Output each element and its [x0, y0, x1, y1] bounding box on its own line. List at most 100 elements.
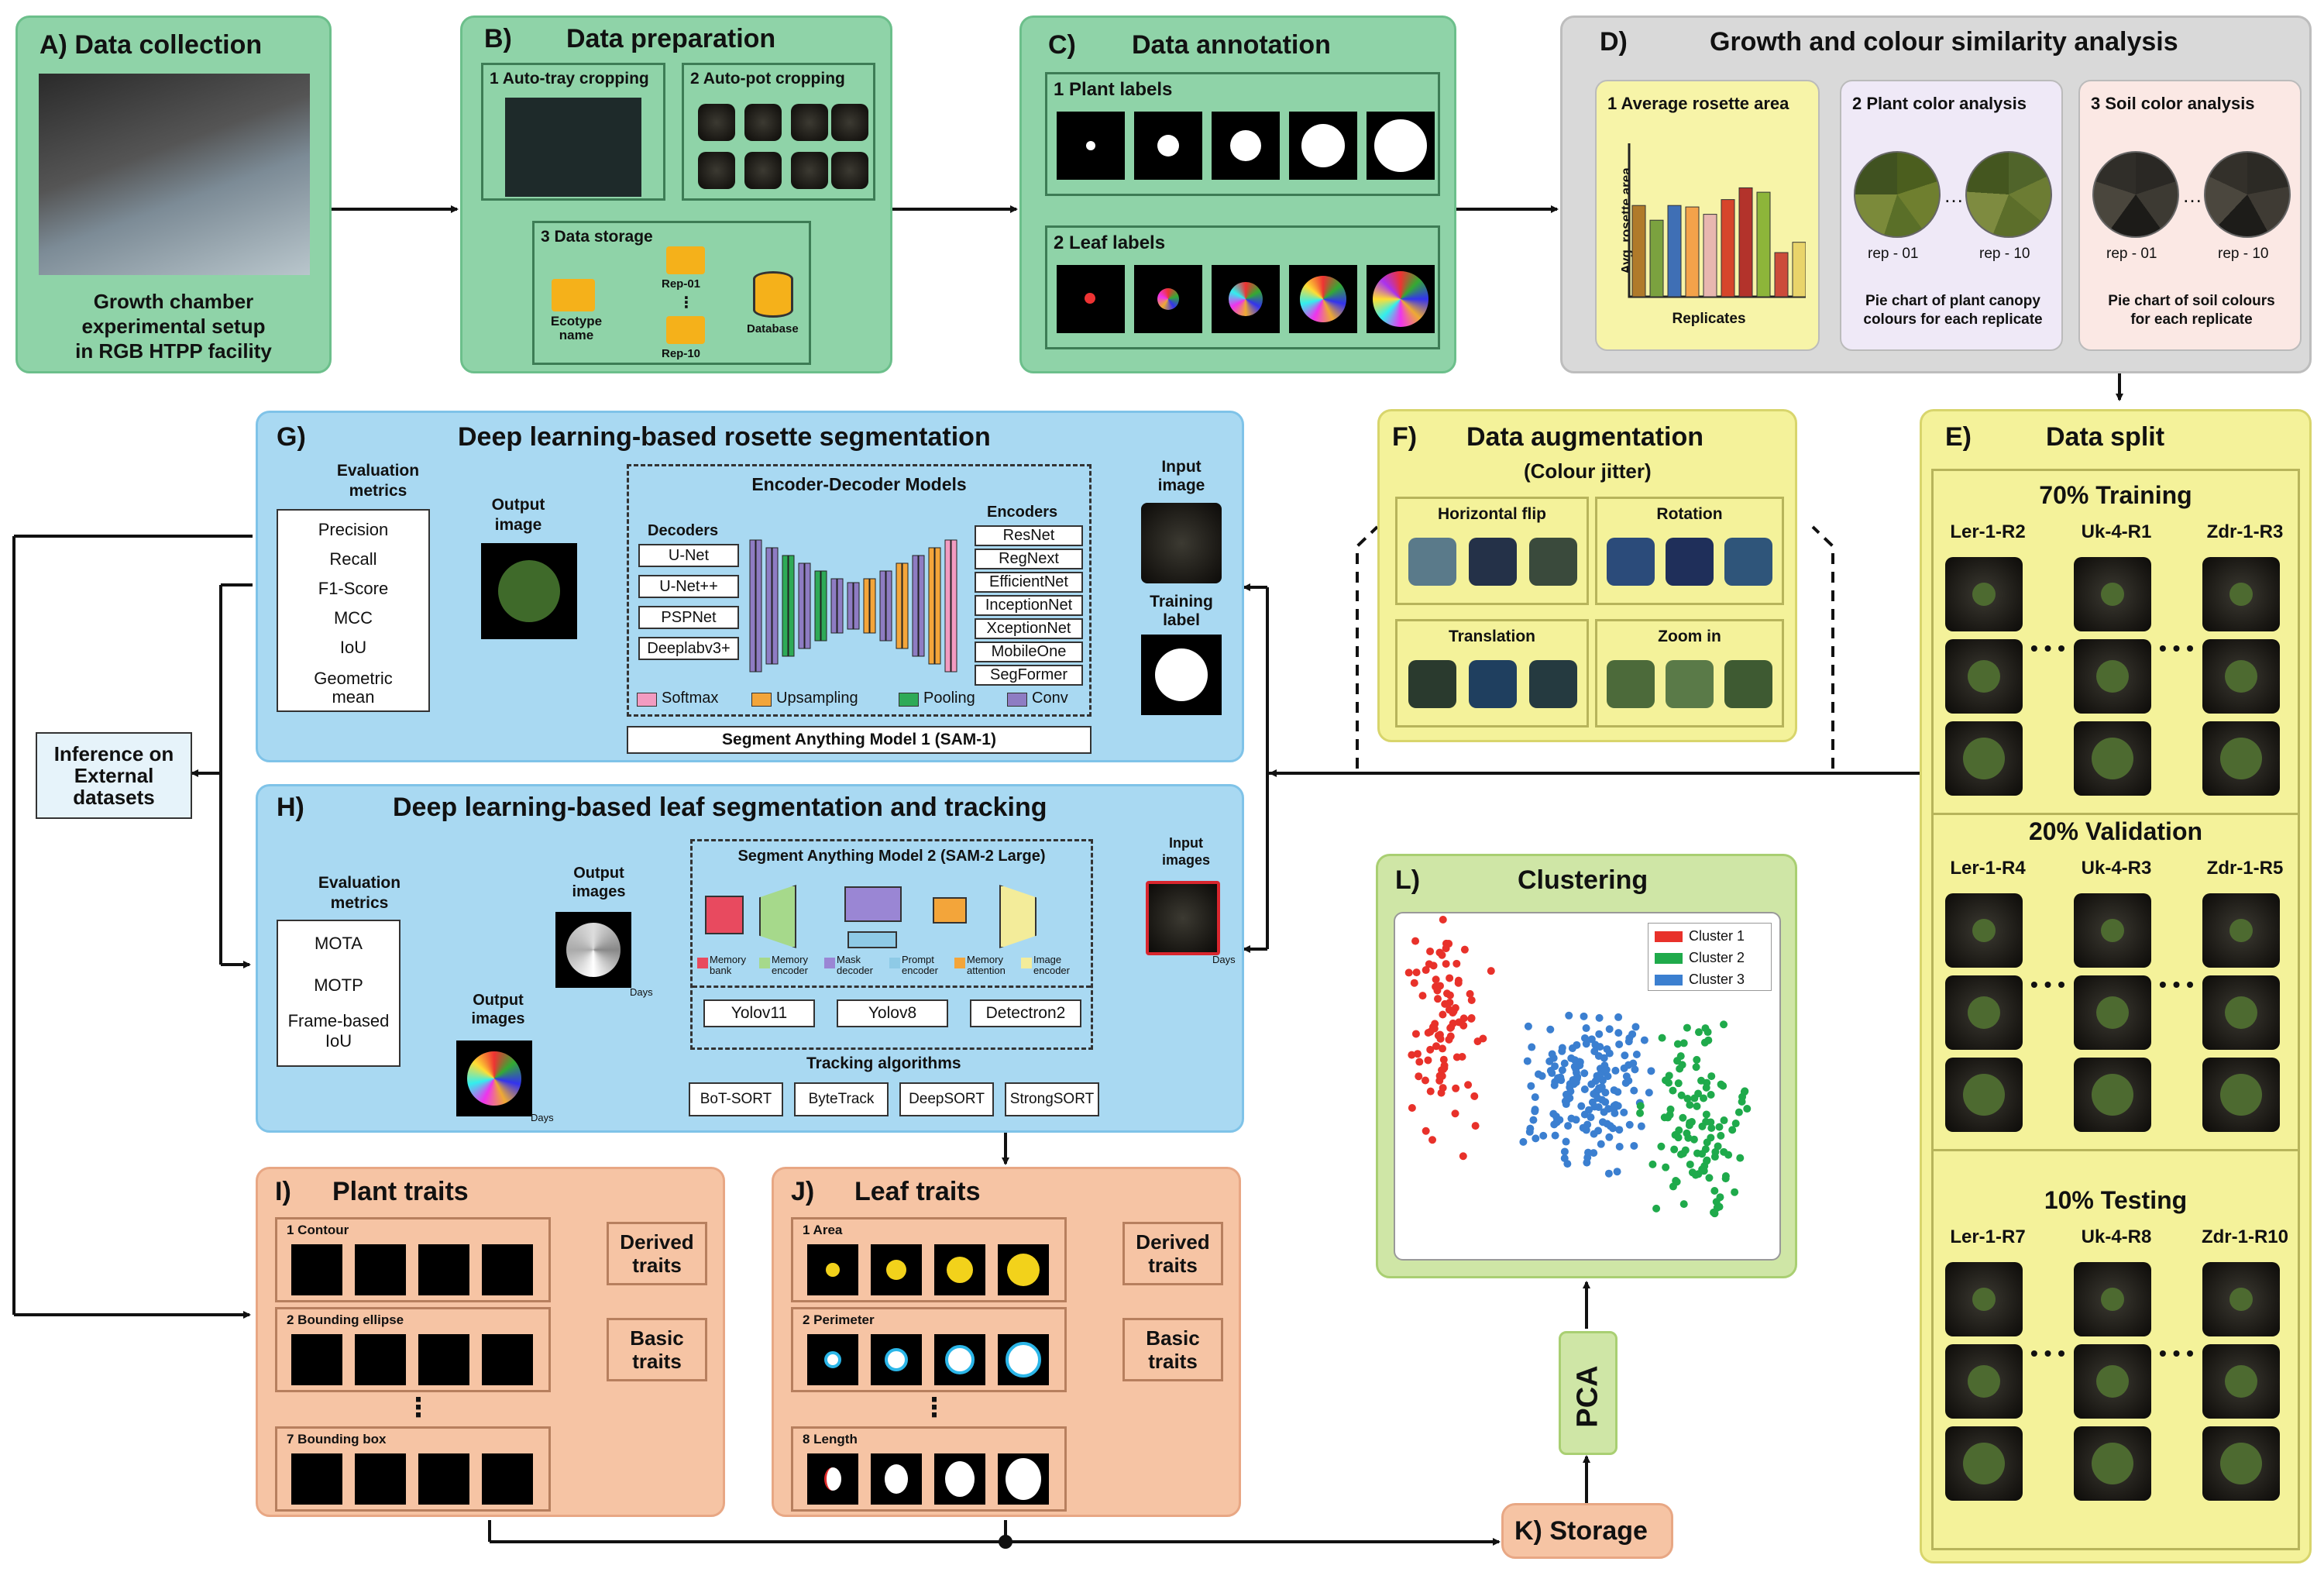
legend-conv: Conv	[1032, 690, 1068, 707]
cluster-2-point	[1580, 1012, 1588, 1020]
panel-i-label: I)	[275, 1177, 291, 1206]
aug-image	[1529, 538, 1577, 586]
network-layer-block	[755, 539, 762, 672]
cluster-3-point	[1684, 1133, 1693, 1142]
inference-line-1: Inference on	[53, 742, 174, 765]
cluster-3-point	[1678, 1061, 1686, 1069]
panel-h-title: Deep learning-based leaf segmentation an…	[393, 793, 1047, 822]
cluster-3-point	[1717, 1131, 1725, 1140]
panel-a-title: A) Data collection	[40, 30, 263, 60]
pot-image	[2074, 975, 2151, 1050]
network-layer-block	[902, 562, 909, 649]
network-layer-block	[885, 570, 892, 642]
cluster-2-point	[1580, 1085, 1589, 1093]
cluster-3-point	[1720, 1116, 1728, 1125]
cluster-3-point	[1690, 1094, 1699, 1102]
cluster-2-point	[1519, 1137, 1528, 1146]
cluster-3-point	[1731, 1188, 1739, 1196]
cluster-2-point	[1546, 1025, 1555, 1034]
sam2-part-label: Image encoder	[1033, 954, 1070, 976]
cluster-3-point	[1636, 1102, 1645, 1110]
cluster-1-point	[1439, 1055, 1448, 1064]
cluster-2-point	[1605, 1133, 1614, 1141]
panel-f-title: Data augmentation	[1466, 422, 1704, 452]
cluster-3-point	[1703, 1138, 1711, 1147]
cluster-2-point	[1624, 1037, 1633, 1046]
rep-01-label: Rep-01	[662, 277, 701, 291]
trait-row-label: 1 Contour	[287, 1223, 349, 1237]
cluster-2-point	[1613, 1168, 1621, 1176]
tracker-chip: BoT-SORT	[689, 1082, 783, 1116]
cluster-1-point	[1442, 989, 1451, 998]
panel-k-title: K) Storage	[1514, 1516, 1648, 1546]
plant-colour-title: 2 Plant color analysis	[1852, 94, 2027, 113]
trait-row-label: 7 Bounding box	[287, 1432, 387, 1446]
bar-1	[1631, 205, 1646, 298]
derived-1: Derived	[620, 1230, 694, 1254]
decoder-chip: U-Net++	[638, 575, 739, 598]
cluster-2-point	[1580, 1069, 1589, 1078]
network-layer-block	[863, 578, 870, 634]
folder-icon	[666, 246, 705, 274]
pot-image	[831, 104, 868, 141]
tray-image	[505, 98, 641, 197]
g-training-1: Training	[1150, 593, 1213, 611]
tracking-title: Tracking algorithms	[806, 1054, 961, 1072]
trait-row-perimeter: 2 Perimeter	[791, 1307, 1067, 1392]
memory-bank-icon	[705, 896, 744, 934]
ecotype-label: Ecotype name	[550, 314, 603, 342]
panel-j-label: J)	[791, 1177, 815, 1206]
aug-image	[1469, 660, 1517, 708]
h-output2-1: Output	[473, 992, 524, 1009]
pot-image	[2074, 1344, 2151, 1419]
cluster-2-point	[1614, 1029, 1623, 1037]
g-output-image	[481, 543, 577, 639]
pot-image	[1945, 639, 2023, 714]
database-icon	[753, 271, 793, 318]
pooling-swatch	[899, 693, 919, 707]
cluster-2-point	[1572, 1068, 1580, 1077]
cluster-2-point	[1550, 1081, 1559, 1089]
pot-image	[2074, 639, 2151, 714]
metric-item: Recall	[329, 549, 377, 569]
cluster-points	[1404, 916, 1752, 1218]
leaf-mask	[1289, 265, 1357, 333]
metric-item: IoU	[325, 1031, 352, 1051]
cluster-2-point	[1576, 1061, 1584, 1070]
cluster-3-point	[1670, 1145, 1679, 1154]
cluster-3-point	[1707, 1124, 1716, 1133]
panel-i-title: Plant traits	[332, 1177, 469, 1206]
split-column-label: Zdr-1-R5	[2206, 858, 2284, 879]
metric-item: Frame-based	[287, 1011, 390, 1030]
encoder-chip: MobileOne	[975, 642, 1083, 662]
pot-image	[744, 152, 782, 189]
cluster-2-point	[1590, 1130, 1598, 1138]
derived-2: traits	[632, 1254, 682, 1277]
metric-item: mean	[332, 687, 375, 707]
network-layer-block	[934, 547, 941, 665]
cluster-2-point	[1524, 1022, 1532, 1030]
inference-line-3: datasets	[73, 786, 155, 809]
sam2-part-label: Mask decoder	[837, 954, 873, 976]
aug-image	[1529, 660, 1577, 708]
leaf-mask	[1367, 265, 1435, 333]
encoder-chip: EfficientNet	[975, 572, 1083, 593]
cluster-3-point	[1743, 1105, 1752, 1113]
bar-2	[1649, 219, 1664, 298]
cluster-3-point	[1710, 1208, 1718, 1216]
pot-image	[698, 152, 735, 189]
rotation-box: Rotation	[1595, 497, 1784, 605]
cluster-1-point	[1467, 996, 1476, 1004]
cluster-2-point	[1567, 1114, 1576, 1123]
network-layer-block	[879, 570, 886, 642]
bar-5	[1703, 214, 1717, 298]
derived-traits-box: Derived traits	[1122, 1222, 1223, 1285]
panel-d-title: Growth and colour similarity analysis	[1710, 27, 2178, 57]
panel-d-label: D)	[1600, 27, 1628, 57]
cluster-1-point	[1442, 944, 1450, 953]
cluster-3-point	[1693, 1055, 1701, 1064]
pca-label: PCA	[1571, 1365, 1604, 1428]
cluster-1-label: Cluster 1	[1689, 928, 1745, 944]
cluster-2-point	[1596, 1043, 1604, 1051]
split-column-label: Ler-1-R4	[1950, 858, 2026, 879]
